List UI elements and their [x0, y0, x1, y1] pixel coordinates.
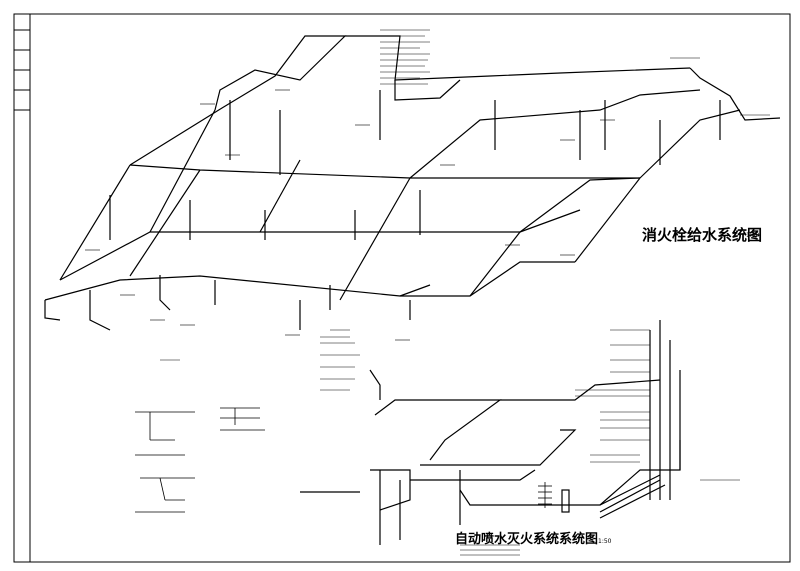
sprinkler-system-pipes: [300, 320, 681, 545]
notes-block: [380, 29, 430, 85]
detail-sketches: [135, 407, 265, 513]
hydrant-system-title: 消火栓给水系统图: [642, 226, 763, 244]
sprinkler-system-title: 自动喷水灭火系统系统图: [455, 532, 599, 547]
hydrant-annotations: [85, 57, 770, 361]
sprinkler-annotations: [320, 329, 740, 556]
drawing-border: [13, 13, 791, 563]
hydrant-system-pipes: [44, 35, 781, 331]
hydrant-system-scale: 1:50: [746, 232, 760, 239]
sprinkler-system-scale: 1:50: [598, 538, 612, 545]
sprinkler-heads: [538, 482, 552, 508]
